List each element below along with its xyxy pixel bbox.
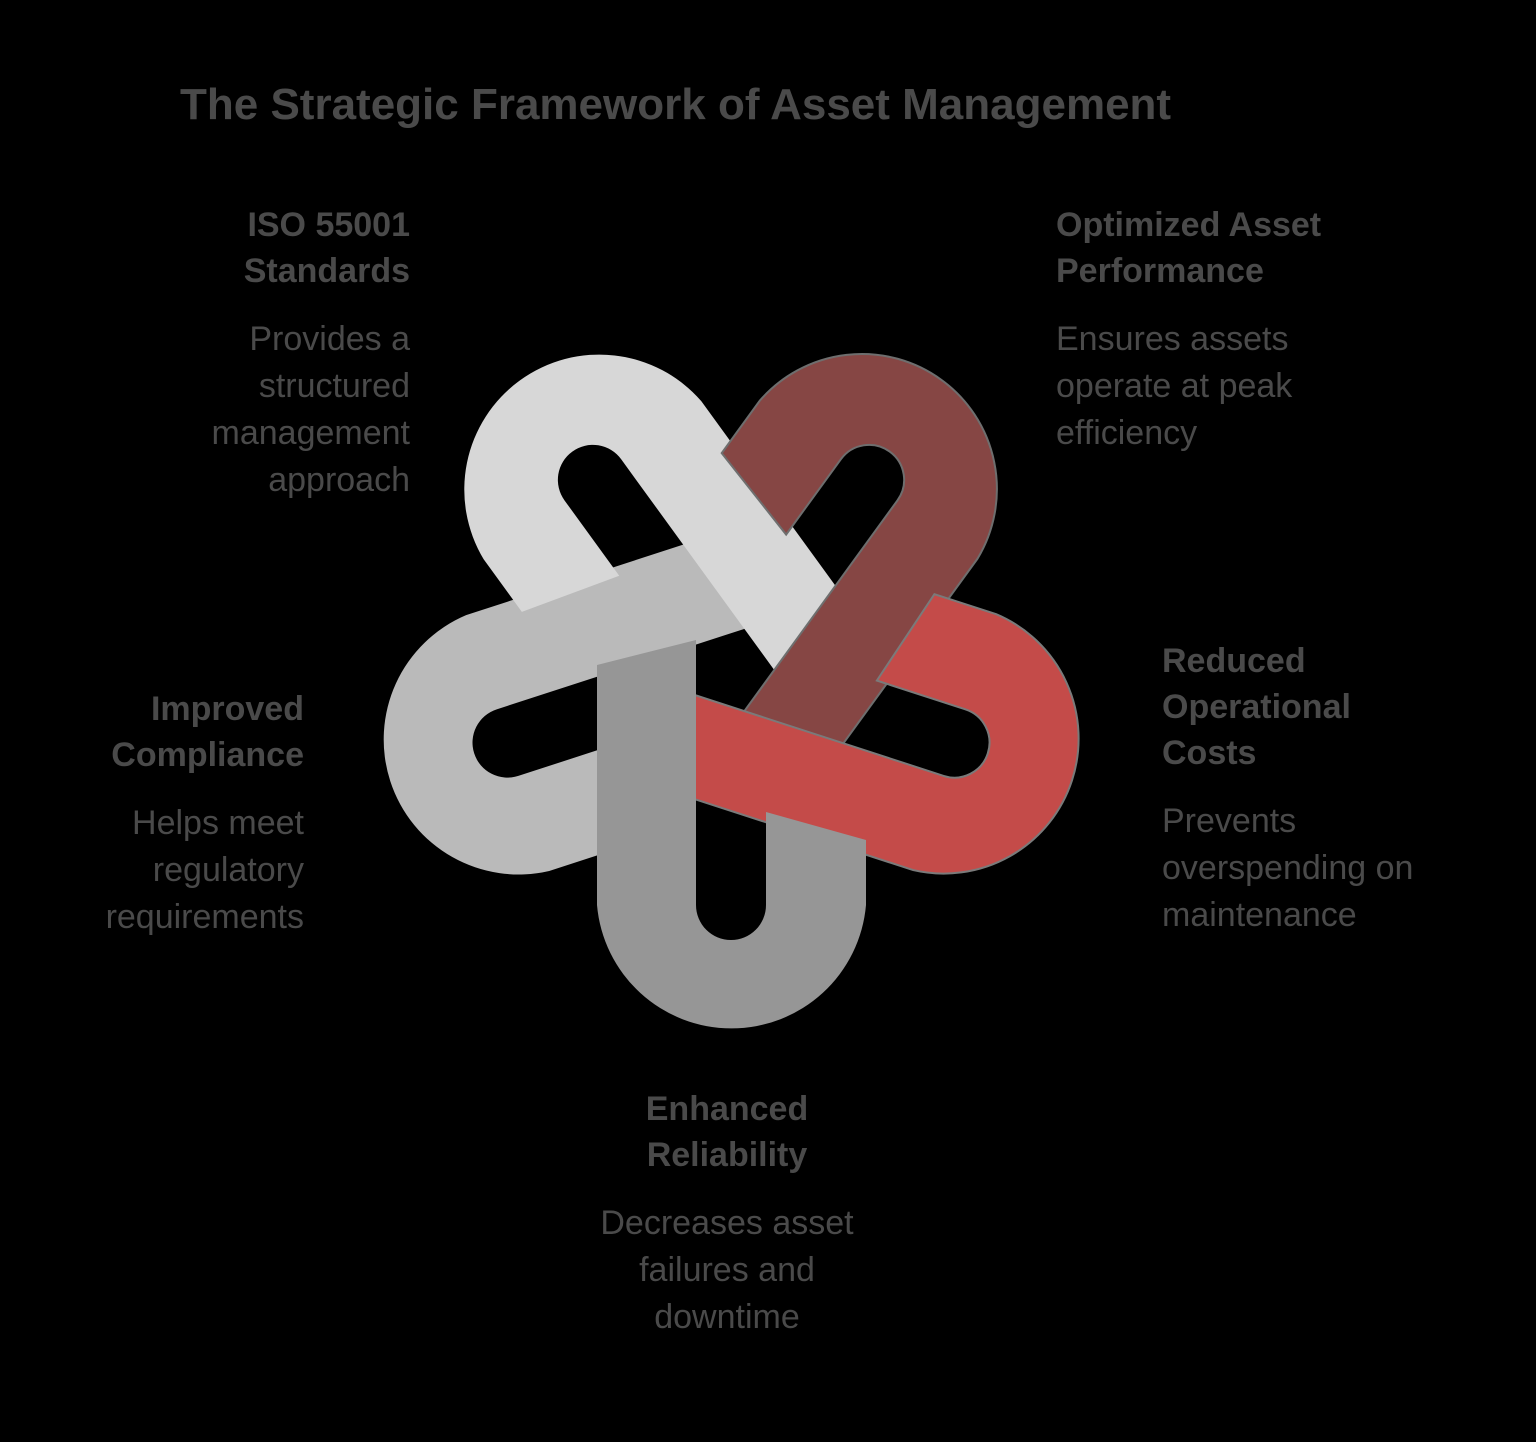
diagram-title: The Strategic Framework of Asset Managem… xyxy=(180,80,1172,129)
item-reliability-description: Decreases asset failures and downtime xyxy=(600,1204,854,1336)
item-iso-description: Provides a structured management approac… xyxy=(211,320,410,499)
item-optimized-title: Optimized Asset Performance xyxy=(1056,206,1322,290)
item-compliance: Improved Compliance Helps meet regulator… xyxy=(4,686,304,941)
item-reliability-title: Enhanced Reliability xyxy=(645,1090,809,1174)
item-optimized: Optimized Asset Performance Ensures asse… xyxy=(1056,202,1436,457)
item-reduced: Reduced Operational Costs Prevents overs… xyxy=(1162,638,1502,939)
item-reliability: Enhanced Reliability Decreases asset fai… xyxy=(527,1086,927,1341)
item-optimized-description: Ensures assets operate at peak efficienc… xyxy=(1056,320,1293,452)
item-compliance-title: Improved Compliance xyxy=(111,690,304,774)
item-compliance-description: Helps meet regulatory requirements xyxy=(105,804,304,936)
item-iso-title: ISO 55001 Standards xyxy=(243,206,410,290)
item-reduced-description: Prevents overspending on maintenance xyxy=(1162,802,1414,934)
item-iso: ISO 55001 Standards Provides a structure… xyxy=(110,202,410,504)
item-reduced-title: Reduced Operational Costs xyxy=(1162,642,1351,772)
